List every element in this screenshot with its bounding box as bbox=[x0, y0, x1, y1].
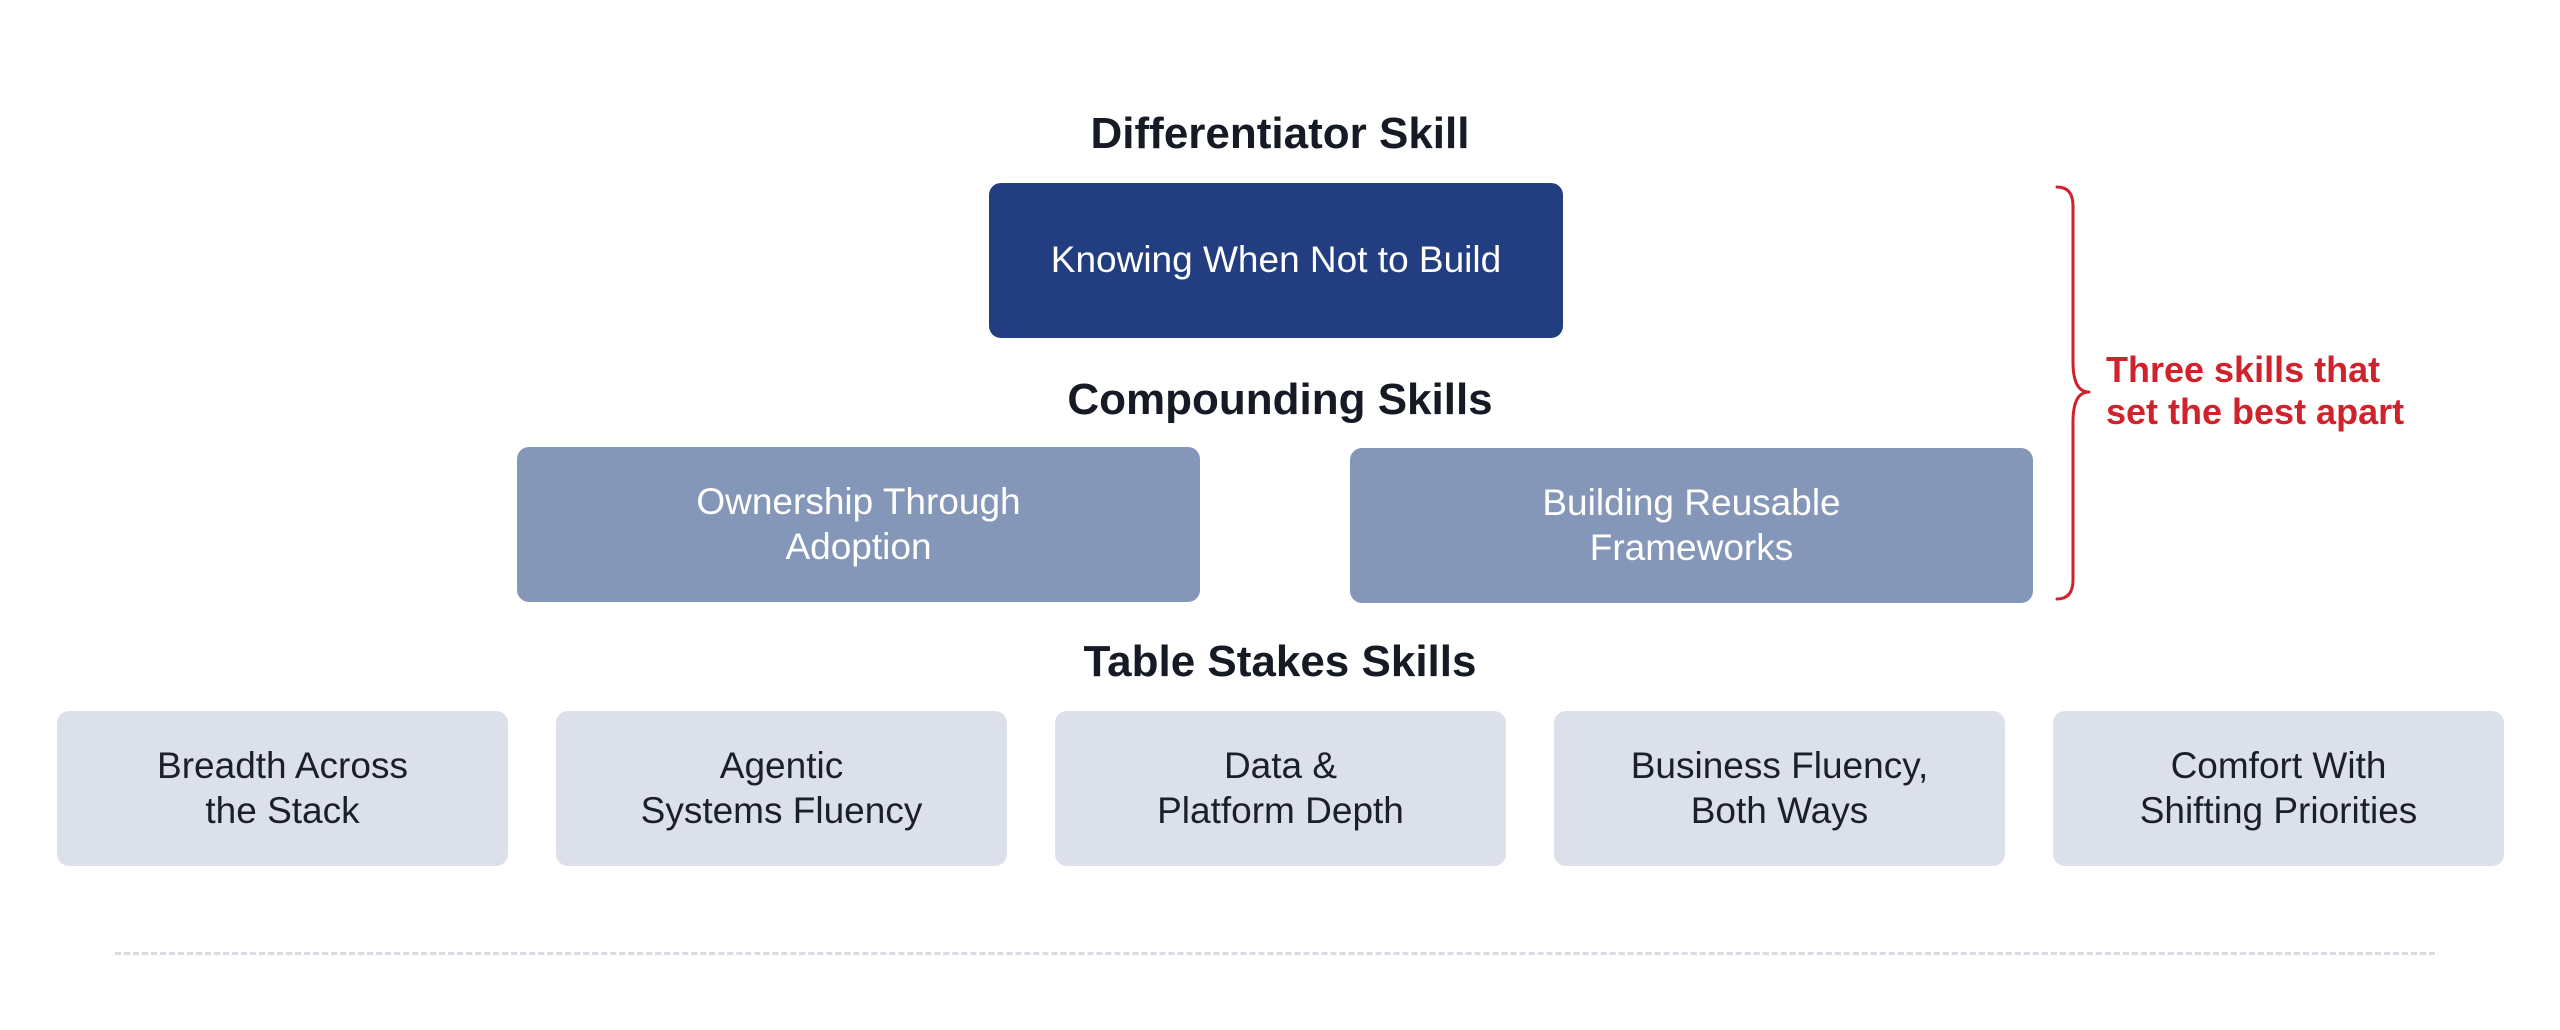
compounding-heading: Compounding Skills bbox=[1067, 375, 1493, 424]
skill-label: Building Reusable Frameworks bbox=[1542, 482, 1841, 568]
right-curly-brace bbox=[2055, 185, 2091, 601]
skill-label: Business Fluency, Both Ways bbox=[1630, 745, 1929, 831]
skill-label: Data & Platform Depth bbox=[1157, 745, 1404, 831]
skill-box-comfort-with-shifting-priorities: Comfort With Shifting Priorities bbox=[2053, 711, 2504, 866]
skill-box-data-platform-depth: Data & Platform Depth bbox=[1055, 711, 1506, 866]
skill-box-ownership-through-adoption: Ownership Through Adoption bbox=[517, 447, 1200, 602]
callout-text: Three skills that set the best apart bbox=[2106, 349, 2405, 433]
skill-box-breadth-across-the-stack: Breadth Across the Stack bbox=[57, 711, 508, 866]
differentiator-heading: Differentiator Skill bbox=[1090, 109, 1470, 158]
skill-label: Knowing When Not to Build bbox=[1050, 239, 1502, 281]
table-stakes-heading: Table Stakes Skills bbox=[1083, 637, 1477, 686]
skill-label: Agentic Systems Fluency bbox=[640, 745, 923, 831]
skill-box-agentic-systems-fluency: Agentic Systems Fluency bbox=[556, 711, 1007, 866]
skill-label: Breadth Across the Stack bbox=[157, 745, 408, 831]
skill-box-building-reusable-frameworks: Building Reusable Frameworks bbox=[1350, 448, 2033, 603]
skill-label: Comfort With Shifting Priorities bbox=[2139, 745, 2418, 831]
skill-box-business-fluency: Business Fluency, Both Ways bbox=[1554, 711, 2005, 866]
skill-label: Ownership Through Adoption bbox=[696, 481, 1021, 567]
dashed-divider bbox=[115, 952, 2435, 955]
skill-box-knowing-when-not-to-build: Knowing When Not to Build bbox=[989, 183, 1563, 338]
